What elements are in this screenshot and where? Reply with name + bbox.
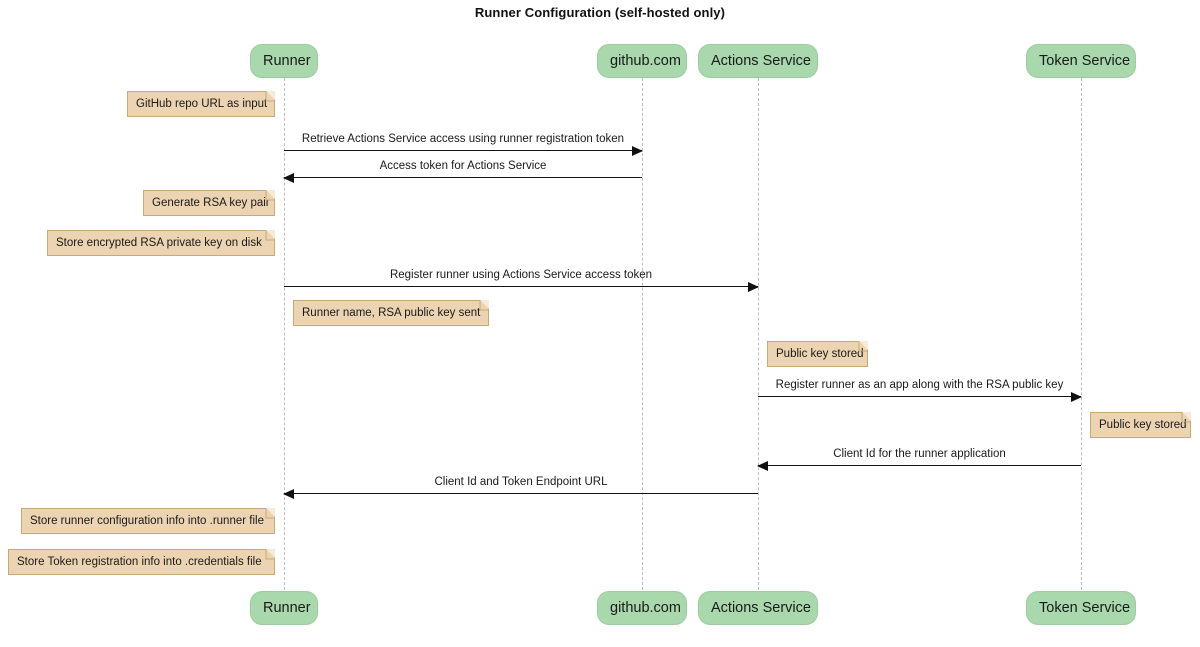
note-label-n1: GitHub repo URL as input (136, 98, 268, 110)
participant-actions-top[interactable]: Actions Service (698, 44, 818, 78)
note-label-n5: Public key stored (776, 348, 864, 360)
participant-actions-bottom[interactable]: Actions Service (698, 591, 818, 625)
message-line-m3 (284, 286, 758, 287)
note-label-n6: Public key stored (1099, 419, 1187, 431)
message-line-m5 (758, 465, 1081, 466)
message-arrowhead-m4 (1071, 391, 1082, 402)
message-label-m6: Client Id and Token Endpoint URL (434, 476, 608, 488)
note-label-n4: Runner name, RSA public key sent (302, 307, 481, 319)
note-n1: GitHub repo URL as input (127, 91, 275, 117)
message-label-m5: Client Id for the runner application (833, 448, 1006, 460)
participant-runner-bottom[interactable]: Runner (250, 591, 318, 625)
note-fold-corner-icon (480, 300, 489, 309)
note-n5: Public key stored (767, 341, 868, 367)
message-arrowhead-m3 (748, 281, 759, 292)
note-fold-corner-icon (266, 508, 275, 517)
note-label-n2: Generate RSA key pair (152, 197, 270, 209)
note-fold-corner-icon (266, 230, 275, 239)
note-fold-corner-icon (859, 341, 868, 350)
note-fold-corner-icon (266, 91, 275, 100)
message-arrowhead-m1 (632, 145, 643, 156)
note-n8: Store Token registration info into .cred… (8, 549, 275, 575)
message-label-m1: Retrieve Actions Service access using ru… (301, 133, 625, 145)
participant-github-top[interactable]: github.com (597, 44, 687, 78)
message-line-m4 (758, 396, 1081, 397)
diagram-title: Runner Configuration (self-hosted only) (474, 5, 726, 20)
participant-runner-top[interactable]: Runner (250, 44, 318, 78)
note-label-n7: Store runner configuration info into .ru… (30, 515, 264, 527)
lifeline-github (642, 78, 643, 590)
note-fold-corner-icon (1182, 412, 1191, 421)
message-label-m4: Register runner as an app along with the… (775, 379, 1064, 391)
note-n4: Runner name, RSA public key sent (293, 300, 489, 326)
note-fold-corner-icon (266, 549, 275, 558)
message-line-m6 (284, 493, 758, 494)
note-n6: Public key stored (1090, 412, 1191, 438)
message-arrowhead-m2 (283, 172, 294, 183)
note-n3: Store encrypted RSA private key on disk (47, 230, 275, 256)
lifeline-token (1081, 78, 1082, 590)
lifeline-runner (284, 78, 285, 590)
note-fold-corner-icon (266, 190, 275, 199)
participant-github-bottom[interactable]: github.com (597, 591, 687, 625)
note-label-n3: Store encrypted RSA private key on disk (56, 237, 262, 249)
message-line-m1 (284, 150, 642, 151)
message-arrowhead-m5 (757, 460, 768, 471)
message-label-m2: Access token for Actions Service (379, 160, 547, 172)
message-arrowhead-m6 (283, 488, 294, 499)
message-label-m3: Register runner using Actions Service ac… (389, 269, 653, 281)
message-line-m2 (284, 177, 642, 178)
note-label-n8: Store Token registration info into .cred… (17, 556, 262, 568)
participant-token-top[interactable]: Token Service (1026, 44, 1136, 78)
participant-token-bottom[interactable]: Token Service (1026, 591, 1136, 625)
note-n7: Store runner configuration info into .ru… (21, 508, 275, 534)
lifeline-actions (758, 78, 759, 590)
note-n2: Generate RSA key pair (143, 190, 275, 216)
